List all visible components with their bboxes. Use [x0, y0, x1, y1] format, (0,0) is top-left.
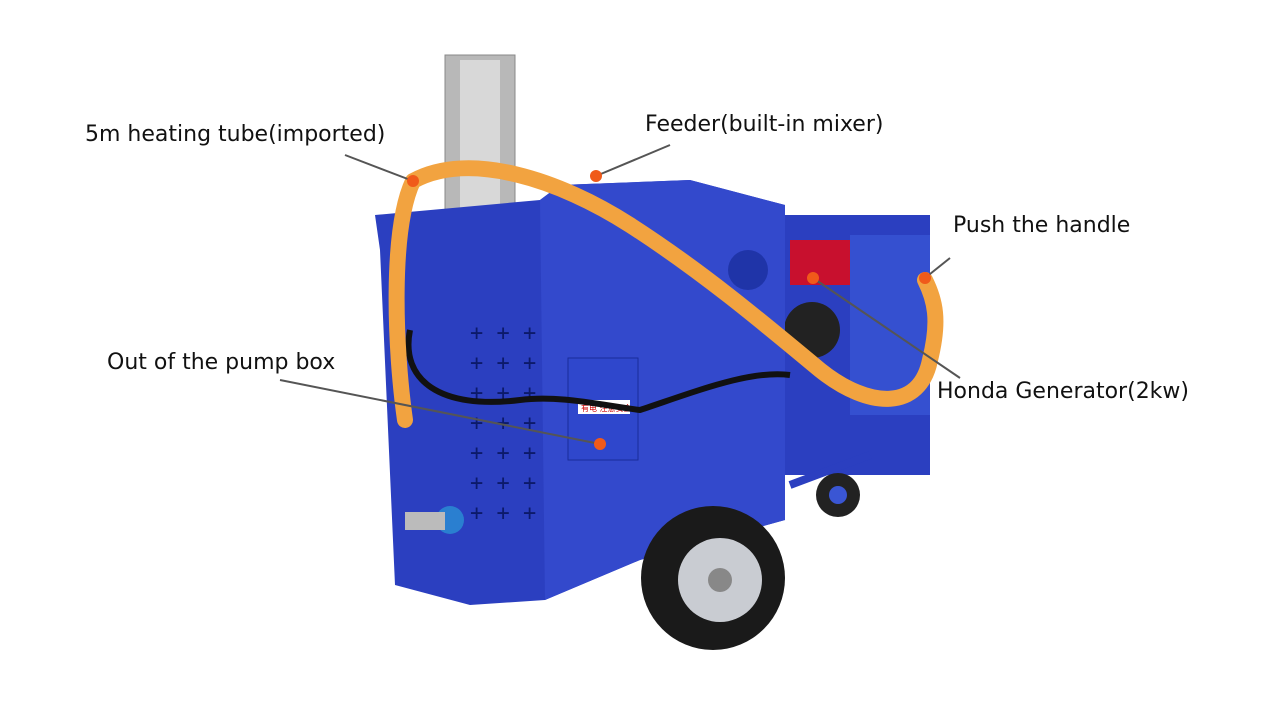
- heating-tube: [388, 160, 944, 428]
- heating-tube-marker: [407, 175, 419, 187]
- roadsky-logo: [728, 250, 768, 290]
- label-heating-tube: 5m heating tube(imported): [85, 122, 386, 147]
- svg-text:+ + +: + + +: [470, 501, 536, 526]
- pump-box-marker: [594, 438, 606, 450]
- callout-lines: [279, 144, 961, 445]
- svg-text:+ + +: + + +: [470, 411, 536, 436]
- feeder-marker: [590, 170, 602, 182]
- label-generator: Honda Generator(2kw): [937, 379, 1190, 404]
- label-feeder: Feeder(built-in mixer): [645, 112, 884, 137]
- vent-pattern: + + + + + + + + + + + + + + + + + + + + …: [470, 321, 536, 526]
- honda-generator: [790, 240, 850, 285]
- svg-text:+ + +: + + +: [470, 351, 536, 376]
- svg-text:+ + +: + + +: [470, 471, 536, 496]
- label-push-handle: Push the handle: [953, 213, 1131, 238]
- power-cable: [405, 329, 791, 414]
- callout-markers: [407, 170, 931, 450]
- svg-text:+ + +: + + +: [470, 441, 536, 466]
- label-pump-box: Out of the pump box: [107, 350, 336, 375]
- handle-marker: [919, 272, 931, 284]
- generator-marker: [807, 272, 819, 284]
- chimney-highlight: [460, 60, 500, 220]
- svg-text:+ + +: + + +: [470, 321, 536, 346]
